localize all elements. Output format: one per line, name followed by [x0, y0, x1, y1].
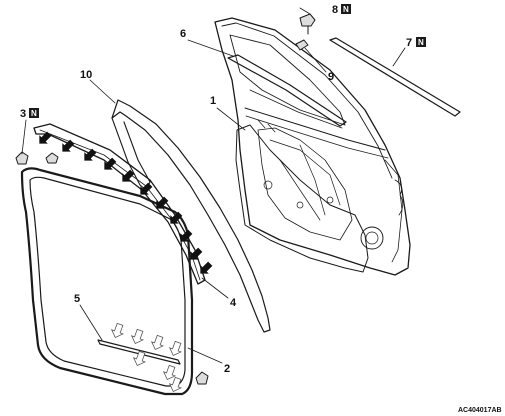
lower-sill-strip [97, 339, 181, 365]
outline-arrow-4 [168, 340, 182, 357]
callout-8-badge [341, 4, 351, 14]
callout-4-label: 4 [230, 297, 237, 309]
door-liner-sheet [235, 124, 369, 273]
outline-arrow-6 [162, 364, 176, 381]
arrow-9 [180, 229, 193, 242]
callout-5: 5 [74, 293, 80, 305]
roof-drip-strip [33, 123, 206, 285]
arrow-4 [104, 157, 117, 170]
arrow-3 [84, 148, 97, 161]
callout-10: 10 [80, 69, 92, 81]
retainer-clip-right [45, 152, 59, 164]
outline-arrow-7 [168, 376, 182, 393]
callout-4: 4 [230, 297, 237, 309]
callout-7-label: 7 [406, 37, 412, 49]
retainer-clip-lower [195, 371, 209, 385]
sill-outline-arrows [110, 322, 182, 393]
retainer-clip-left [15, 151, 29, 165]
installation-arrows [39, 131, 213, 274]
callout-1: 1 [210, 95, 216, 107]
callout-7-badge-letter: N [418, 38, 424, 47]
arrow-2 [62, 139, 75, 152]
callout-5-label: 5 [74, 293, 80, 305]
callout-9-label: 9 [328, 71, 334, 83]
callout-6: 6 [180, 28, 186, 40]
fastener-screw [299, 13, 316, 35]
figure-code: AC404017AB [458, 407, 502, 414]
callout-3-label: 3 [20, 108, 26, 120]
callout-10-label: 10 [80, 69, 92, 81]
arrow-6 [140, 182, 153, 195]
callout-8-badge-letter: N [343, 5, 349, 14]
belt-molding-inner [227, 54, 347, 127]
callout-2: 2 [224, 363, 230, 375]
callout-7: 7 N [406, 37, 426, 49]
callout-8-label: 8 [332, 4, 338, 16]
callout-3-badge-letter: N [31, 109, 37, 118]
outline-arrow-3 [150, 334, 164, 351]
arrow-8 [170, 211, 183, 224]
outline-arrow-1 [110, 322, 124, 339]
callout-2-label: 2 [224, 363, 230, 375]
callout-8: 8 N [332, 4, 351, 16]
door-panel [214, 17, 411, 276]
molding-clip [295, 39, 309, 51]
callout-1-label: 1 [210, 95, 216, 107]
arrow-5 [122, 169, 135, 182]
leader-lines [21, 7, 406, 364]
outline-arrow-5 [132, 350, 146, 367]
arrow-1 [39, 131, 52, 144]
arrow-11 [200, 261, 213, 274]
callout-7-badge [416, 37, 426, 47]
arrow-10 [190, 247, 203, 260]
callout-6-label: 6 [180, 28, 186, 40]
arrow-7 [156, 196, 169, 209]
belt-molding-outer [329, 37, 461, 117]
callout-3: 3 N [20, 108, 39, 120]
outline-arrow-2 [130, 328, 144, 345]
callout-9: 9 [328, 71, 334, 83]
callout-3-badge [29, 108, 39, 118]
